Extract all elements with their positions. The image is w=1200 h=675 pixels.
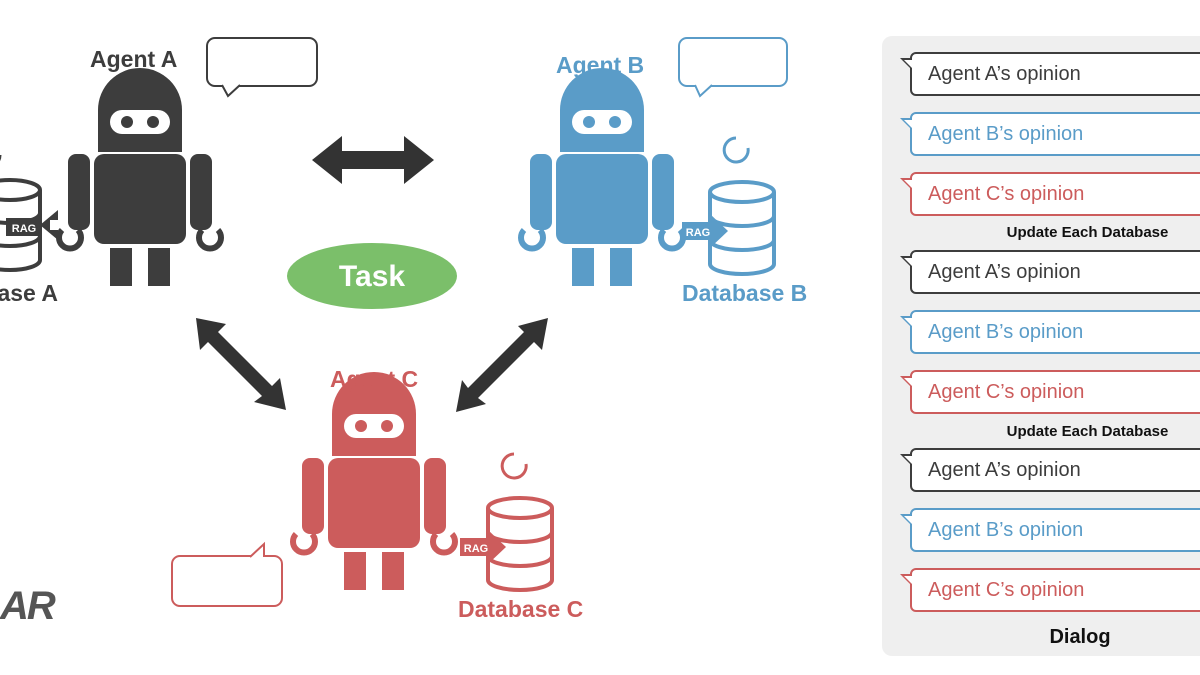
agent-b-label: Agent B <box>556 52 645 78</box>
dialog-message-r3-b: Agent B’s opinion <box>900 508 1200 552</box>
database-a-label: Database A <box>0 280 58 306</box>
rag-arrow-b: RAG <box>682 214 728 248</box>
task-label: Task <box>339 260 405 293</box>
dialog-separator-2: Update Each Database <box>1006 423 1169 440</box>
logo: AR <box>0 584 56 628</box>
arrow-a-c <box>196 318 286 410</box>
rag-label-c: RAG <box>464 543 488 555</box>
dialog-message-r1-b: Agent B’s opinion <box>900 112 1200 156</box>
agent-b-speech-bubble <box>678 37 788 98</box>
agent-c-robot <box>290 372 458 590</box>
database-b-icon <box>708 136 776 276</box>
arrow-b-c <box>456 318 548 412</box>
dialog-message-r2-a: Agent A’s opinion <box>900 250 1200 294</box>
database-a-label-clip: Database A <box>0 276 60 310</box>
agent-b-robot <box>518 68 686 286</box>
rag-label-b: RAG <box>686 227 710 239</box>
database-b-label: Database B <box>682 280 808 306</box>
rag-arrow-c: RAG <box>460 530 506 564</box>
dialog-message-r2-c: Agent C’s opinion <box>900 370 1200 414</box>
database-a-icon <box>0 155 42 272</box>
database-c-icon <box>486 452 554 592</box>
database-c-label: Database C <box>458 596 584 622</box>
dialog-message-r1-a: Agent A’s opinion <box>900 52 1200 96</box>
multi-agent-diagram: RAG RAG RAG <box>0 37 788 607</box>
dialog-message-r3-c: Agent C’s opinion <box>900 568 1200 612</box>
rag-arrow-a: RAG <box>6 210 58 240</box>
agent-c-speech-bubble <box>171 541 283 607</box>
agent-a-speech-bubble <box>206 37 318 98</box>
dialog-message-r2-b: Agent B’s opinion <box>900 310 1200 354</box>
agent-c-label: Agent C <box>330 366 419 392</box>
dialog-title: Dialog <box>1049 626 1111 648</box>
agent-a-label: Agent A <box>90 46 178 72</box>
dialog-message-r1-c: Agent C’s opinion <box>900 172 1200 216</box>
rag-label-a: RAG <box>12 223 36 235</box>
arrow-a-b <box>312 136 434 184</box>
dialog-separator-1: Update Each Database <box>1006 224 1169 241</box>
agent-a-robot <box>56 68 224 286</box>
dialog-message-r3-a: Agent A’s opinion <box>900 448 1200 492</box>
task-node: Task <box>287 243 457 309</box>
